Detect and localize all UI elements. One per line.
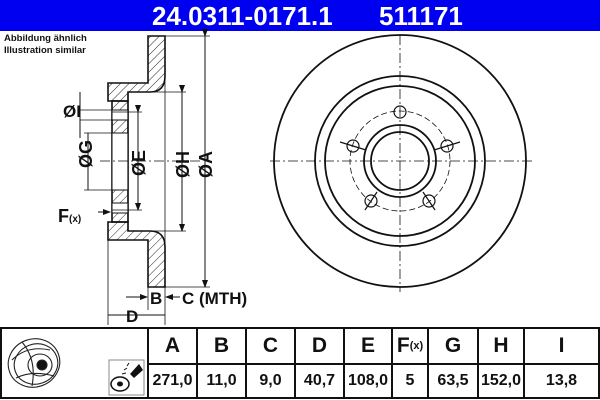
header-A: A — [147, 327, 198, 365]
part-number: 24.0311-0171.1 — [152, 1, 333, 31]
label-dia-I: ØI — [63, 102, 81, 121]
label-dia-H: ØH — [173, 151, 193, 178]
header-E: E — [343, 327, 393, 365]
header-H: H — [477, 327, 525, 365]
label-dia-A: ØA — [196, 151, 216, 178]
label-dia-E: ØE — [129, 150, 149, 176]
title-bar: 24.0311-0171.1 511171 — [0, 0, 600, 31]
value-I: 13,8 — [523, 363, 600, 399]
header-B: B — [196, 327, 247, 365]
header-G: G — [427, 327, 479, 365]
value-C: 9,0 — [245, 363, 296, 399]
note-german: Abbildung ähnlich — [4, 33, 87, 44]
front-view — [270, 34, 532, 292]
reference-number: 511171 — [379, 1, 463, 31]
value-E: 108,0 — [343, 363, 393, 399]
note-english: Illustration similar — [4, 45, 86, 56]
brake-disc-3d-icon — [7, 338, 61, 388]
label-dia-G: ØG — [76, 140, 96, 168]
value-G: 63,5 — [427, 363, 479, 399]
header-C: C — [245, 327, 296, 365]
label-D: D — [126, 307, 138, 326]
illustration-note: Abbildung ähnlich Illustration similar — [4, 33, 87, 57]
header-I: I — [523, 327, 600, 365]
label-B: B — [150, 289, 162, 308]
spec-table: A B C D E F(x) G H I 271,0 11,0 9,0 40,7… — [0, 327, 600, 399]
value-B: 11,0 — [196, 363, 247, 399]
spray-can-coating-icon — [108, 359, 145, 396]
technical-drawing: ØI ØG ØE ØH ØA F(x) B C (MTH) D — [58, 29, 532, 326]
label-C-mth: C (MTH) — [182, 289, 247, 308]
value-A: 271,0 — [147, 363, 198, 399]
label-F: F(x) — [58, 206, 81, 226]
product-images-cell — [0, 327, 149, 399]
value-D: 40,7 — [294, 363, 345, 399]
side-section-view: ØI ØG ØE ØH ØA F(x) B C (MTH) D — [58, 29, 247, 326]
header-D: D — [294, 327, 345, 365]
value-H: 152,0 — [477, 363, 525, 399]
header-F: F(x) — [391, 327, 429, 365]
value-F: 5 — [391, 363, 429, 399]
